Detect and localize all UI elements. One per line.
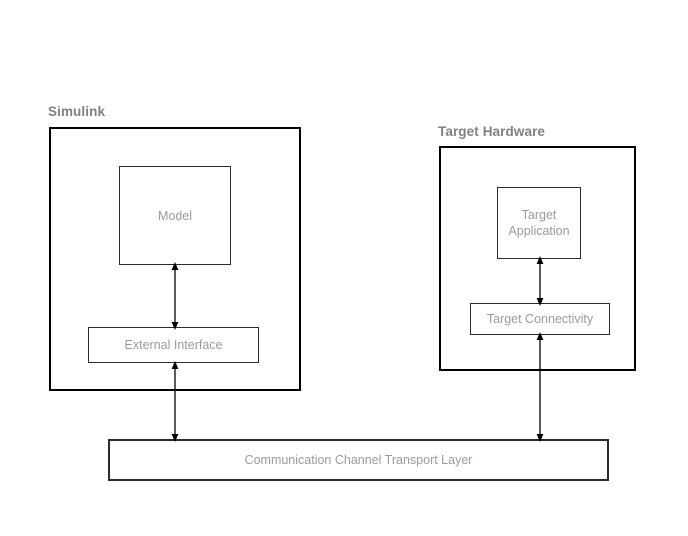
external-interface-block[interactable]: External Interface [88, 327, 259, 363]
target-hardware-group-label: Target Hardware [438, 124, 546, 139]
model-block[interactable]: Model [119, 166, 231, 265]
communication-channel-transport-layer-label: Communication Channel Transport Layer [244, 453, 473, 467]
target-application-block[interactable]: Target Application [497, 187, 581, 259]
double-arrow-icon [171, 262, 179, 330]
target-hardware-group-box [439, 146, 636, 371]
target-connectivity-block[interactable]: Target Connectivity [470, 303, 610, 335]
double-arrow-icon [536, 332, 544, 442]
model-block-label: Model [157, 208, 193, 223]
double-arrow-icon [171, 361, 179, 442]
connector-model-to-external-interface [166, 262, 184, 330]
communication-channel-transport-layer-block[interactable]: Communication Channel Transport Layer [108, 439, 609, 481]
simulink-group-label: Simulink [48, 104, 106, 119]
connector-target-application-to-target-connectivity [531, 256, 549, 306]
target-connectivity-block-label: Target Connectivity [486, 312, 594, 326]
target-application-block-label: Target Application [508, 208, 570, 238]
double-arrow-icon [536, 256, 544, 306]
external-interface-block-label: External Interface [124, 338, 223, 352]
connector-external-interface-to-transport [166, 361, 184, 442]
connector-target-connectivity-to-transport [531, 332, 549, 442]
